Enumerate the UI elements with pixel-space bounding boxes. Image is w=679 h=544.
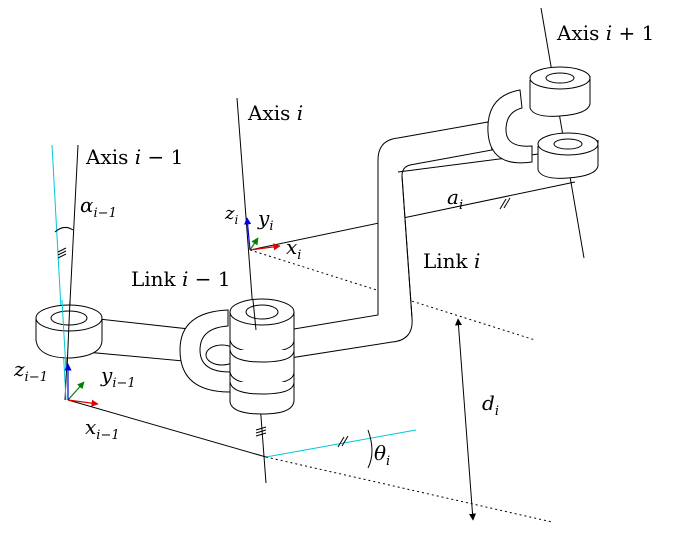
alpha-angle-arc (54, 226, 74, 233)
axis-line-cur (236, 97, 267, 484)
d-dimension-arrow (454, 318, 477, 521)
z-cur-arrow (244, 217, 252, 251)
axis-prev-label: Axis i − 1 (85, 145, 183, 169)
base-line-x-prev (67, 399, 267, 458)
joint-i-cylinder (229, 298, 295, 415)
z-prev-symbol: zi−1 (13, 357, 48, 385)
axis-prev-black-front (66, 299, 71, 371)
link-prev-label: Link i − 1 (131, 267, 231, 291)
x-prev-arrow (67, 399, 99, 407)
alpha-tick-marks (57, 247, 67, 259)
joint-next-clevis (487, 66, 599, 179)
y-cur-arrow (249, 237, 259, 251)
alpha-symbol: αi−1 (80, 193, 117, 221)
a-symbol: ai (447, 185, 463, 213)
axis-cur-front (252, 299, 257, 331)
x-prev-symbol: xi−1 (85, 415, 120, 443)
theta-angle-arc (367, 429, 373, 469)
y-prev-symbol: yi−1 (100, 363, 136, 391)
link-cur-label: Link i (423, 249, 480, 273)
a-tick-marks (499, 197, 511, 210)
d-symbol: di (482, 391, 499, 419)
x-cur-symbol: xi (286, 235, 301, 263)
axis-cur-label: Axis i (247, 101, 303, 125)
dotted-line-lower (265, 456, 553, 523)
y-cur-symbol: yi (257, 206, 273, 234)
z-cur-symbol: zi (224, 203, 238, 227)
axis-cur-tick-marks (255, 426, 267, 437)
x-cur-arrow (249, 243, 281, 251)
theta-symbol: θi (374, 441, 390, 469)
axis-next-label: Axis i + 1 (556, 21, 654, 45)
joint-i-yoke (179, 309, 239, 393)
theta-tick-marks (337, 435, 349, 448)
axis-prev-cyan-front (61, 299, 67, 371)
y-prev-arrow (67, 381, 85, 401)
common-normal-a (249, 181, 576, 251)
theta-ref-line (265, 429, 417, 458)
axis-line-prev-cyan (51, 144, 67, 401)
